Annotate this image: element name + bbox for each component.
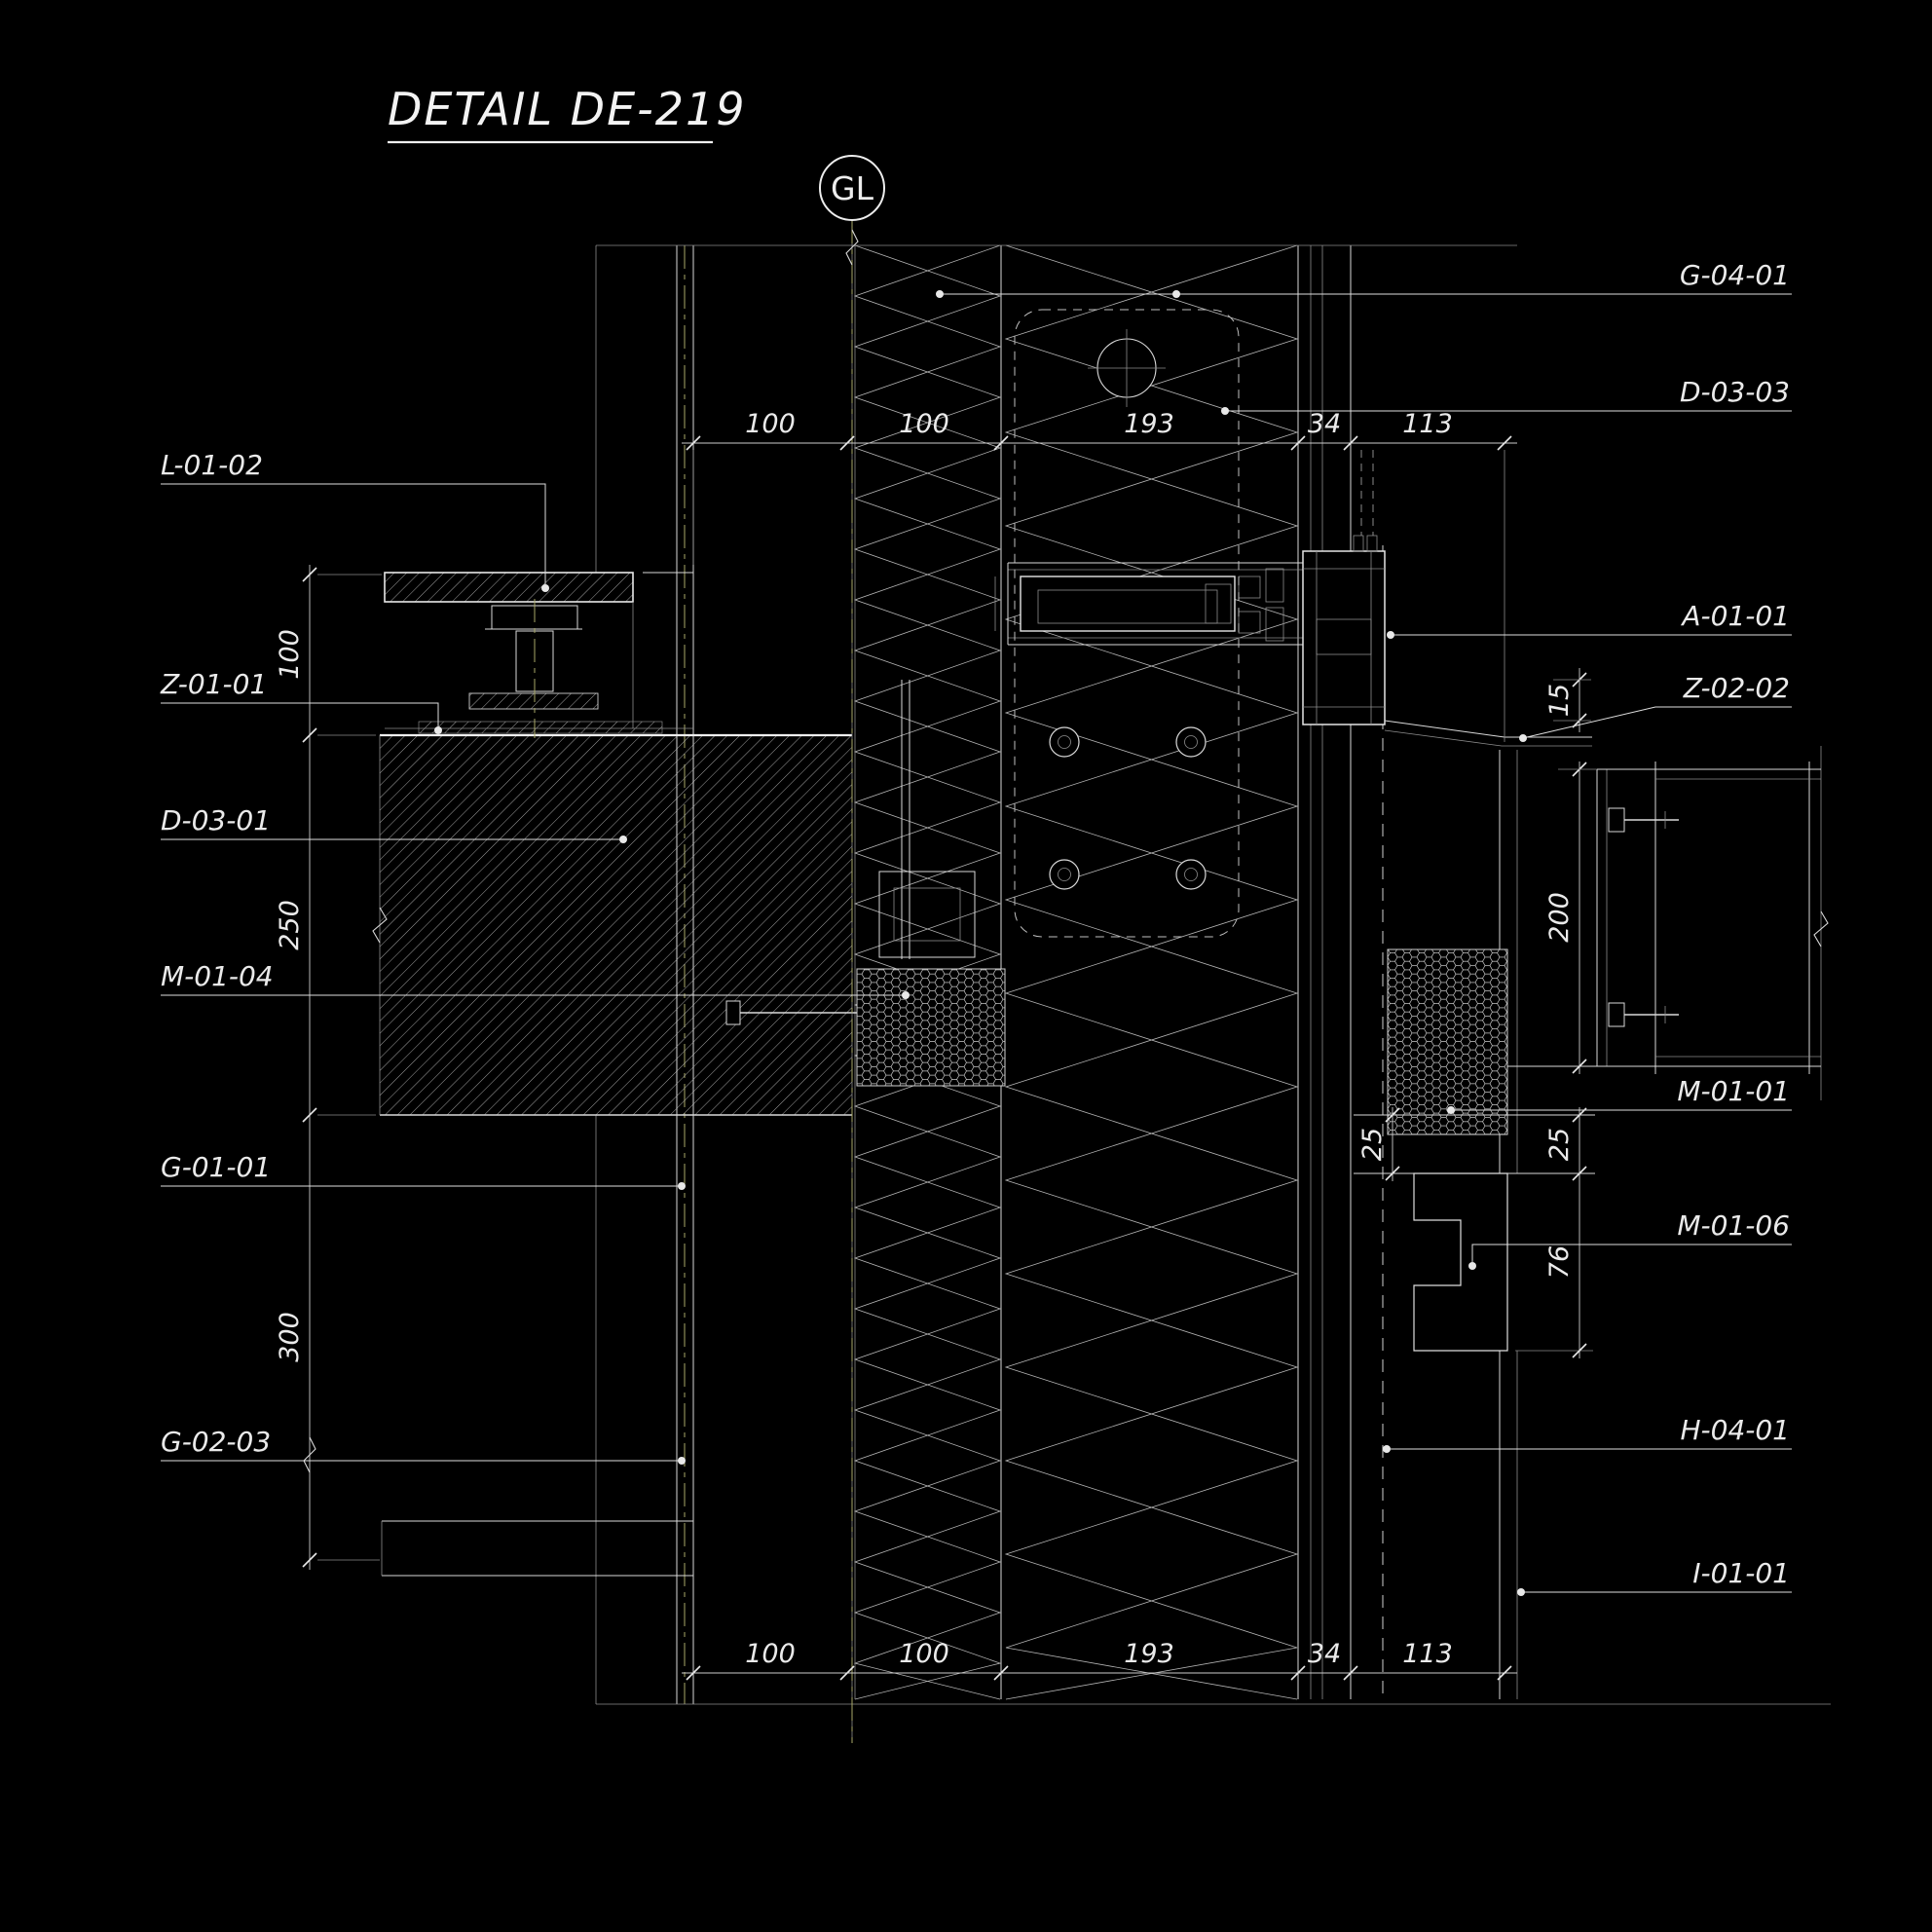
panel-step-profile [1354, 1114, 1595, 1352]
dim-right-15: 15 [1544, 684, 1575, 717]
callout-label: L-01-02 [161, 449, 263, 481]
callout-label: I-01-01 [1692, 1557, 1790, 1589]
floor-plate-assembly [384, 572, 976, 1036]
dim-top-5: 113 [1402, 409, 1453, 439]
dim-right-76: 76 [1544, 1245, 1575, 1279]
callout-left-4: M-01-04 [161, 960, 910, 999]
callout-label: G-01-01 [161, 1151, 271, 1183]
dim-left-1: 100 [275, 629, 305, 680]
anchor-bolt-bottom [1608, 1002, 1679, 1027]
callout-right-1: G-04-01 [936, 259, 1792, 298]
callout-label: M-01-04 [161, 960, 274, 992]
callout-label: A-01-01 [1680, 600, 1790, 632]
break-symbol [303, 1436, 316, 1473]
callout-right-4: Z-02-02 [1519, 672, 1792, 742]
callout-label: Z-02-02 [1683, 672, 1790, 704]
title-block: DETAIL DE-219 [388, 83, 747, 144]
callout-label: M-01-01 [1677, 1075, 1790, 1107]
callout-label: G-04-01 [1680, 259, 1790, 291]
dim-left-3: 300 [275, 1312, 305, 1362]
grid-marker-circle [819, 155, 885, 221]
grid-marker: GL [819, 155, 885, 1743]
left-dimension-chain: 100 250 300 [275, 565, 382, 1570]
dim-top-3: 193 [1124, 409, 1174, 439]
anchor-bolt-top [1608, 807, 1679, 833]
callout-right-8: I-01-01 [1517, 1557, 1792, 1596]
anchor-rod [878, 680, 976, 959]
wall-assembly [595, 244, 1831, 1705]
dim-top-4: 34 [1308, 409, 1341, 439]
honeycomb-insulation-right [1387, 948, 1508, 1135]
dim-bottom-5: 113 [1402, 1639, 1453, 1669]
glazing-unit [1020, 576, 1236, 632]
callout-right-5: M-01-01 [1447, 1075, 1792, 1114]
callout-left-6: G-02-03 [161, 1426, 686, 1465]
top-dimension-chain: 100 100 193 34 113 [682, 409, 1517, 742]
concrete-slab [372, 733, 852, 1116]
break-symbol [1813, 910, 1829, 947]
sill-flashing [1384, 720, 1592, 747]
callout-left-5: G-01-01 [161, 1151, 686, 1190]
dim-right-25-outer: 25 [1544, 1128, 1575, 1161]
dim-bottom-1: 100 [745, 1639, 796, 1669]
callout-right-3: A-01-01 [1387, 600, 1792, 639]
callout-label: D-03-03 [1680, 376, 1790, 408]
detail-title: DETAIL DE-219 [388, 83, 747, 135]
honeycomb-insulation-left [856, 968, 1006, 1087]
dim-right-200: 200 [1544, 892, 1575, 943]
callout-left-1: L-01-02 [161, 449, 549, 592]
callout-label: M-01-06 [1677, 1209, 1790, 1242]
dim-left-2: 250 [275, 900, 305, 950]
right-dimension-chain: 15 200 25 25 76 [1357, 668, 1597, 1358]
fixing-bracket [1014, 309, 1240, 938]
callout-label: Z-01-01 [160, 668, 267, 700]
dim-bottom-2: 100 [899, 1639, 949, 1669]
transom-profile [994, 450, 1592, 747]
break-symbol [372, 907, 388, 944]
callout-label: H-04-01 [1680, 1414, 1790, 1446]
break-symbol [845, 229, 859, 266]
callout-label: D-03-01 [161, 804, 271, 836]
mullion-box [1302, 550, 1386, 725]
steel-column [1507, 746, 1829, 1100]
bolt-circles [1049, 726, 1207, 890]
floor-beam [381, 1520, 693, 1577]
callout-left-3: D-03-01 [161, 804, 627, 843]
dim-bottom-4: 34 [1308, 1639, 1341, 1669]
grid-marker-label: GL [831, 169, 874, 207]
callout-left-2: Z-01-01 [160, 668, 442, 734]
callout-right-2: D-03-03 [1221, 376, 1792, 415]
dim-top-2: 100 [899, 409, 949, 439]
callout-label: G-02-03 [161, 1426, 271, 1458]
callout-right-6: M-01-06 [1468, 1209, 1792, 1270]
bottom-dimension-chain: 100 100 193 34 113 [682, 1639, 1517, 1681]
dim-right-25-inner: 25 [1357, 1128, 1388, 1161]
dim-bottom-3: 193 [1124, 1639, 1174, 1669]
dim-top-1: 100 [745, 409, 796, 439]
callout-right-7: H-04-01 [1383, 1414, 1792, 1453]
